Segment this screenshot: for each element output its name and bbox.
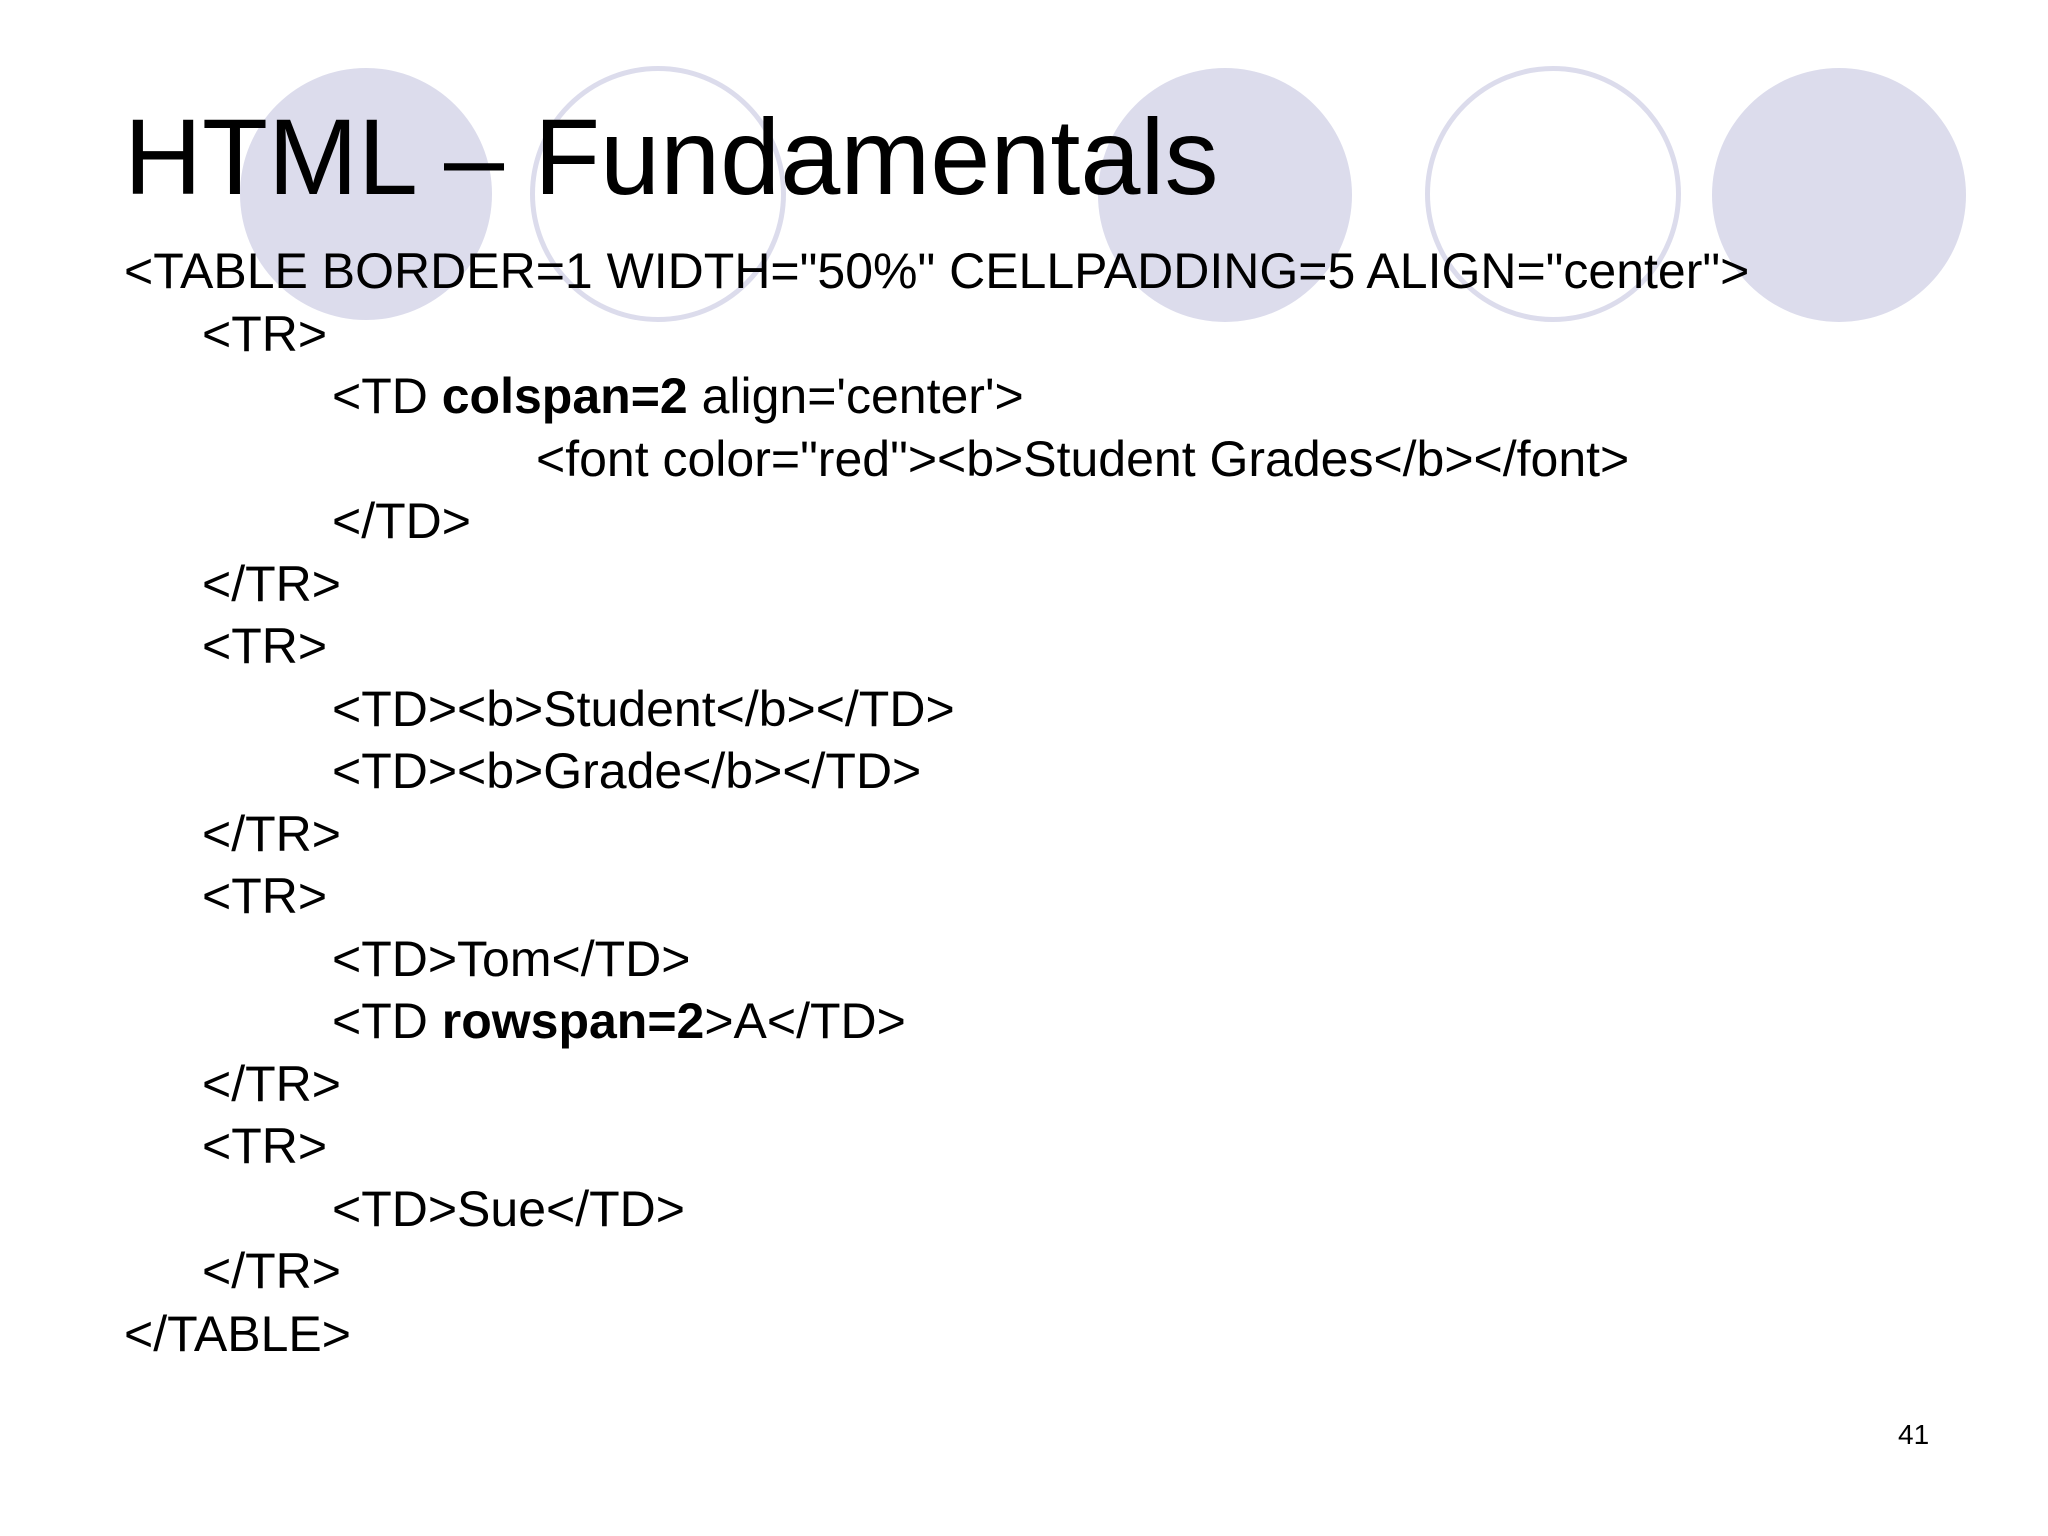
code-line: <font color="red"><b>Student Grades</b><… xyxy=(536,430,1630,487)
code-line: <TABLE BORDER=1 WIDTH="50%" CELLPADDING=… xyxy=(124,243,1750,299)
decorative-ring-2 xyxy=(1425,66,1681,322)
code-line: </TD> xyxy=(332,493,471,549)
code-listing: <TABLE BORDER=1 WIDTH="50%" CELLPADDING=… xyxy=(124,240,1749,1365)
decorative-circle-2 xyxy=(1098,68,1352,322)
code-line: <TD colspan=2 align='center'> xyxy=(332,368,1024,424)
decorative-circle-3 xyxy=(1712,68,1966,322)
code-line: <TD><b>Student</b></TD> xyxy=(332,680,955,737)
code-line: <TD>Sue</TD> xyxy=(332,1180,685,1237)
code-line: <TR> xyxy=(202,1118,328,1174)
code-line: <TD><b>Grade</b></TD> xyxy=(332,743,922,799)
slide-title: HTML – Fundamentals xyxy=(124,96,1219,217)
code-line: </TR> xyxy=(202,805,341,862)
code-line: </TR> xyxy=(202,1243,341,1299)
code-line: <TD rowspan=2>A</TD> xyxy=(332,993,906,1049)
decorative-ring-1 xyxy=(530,66,786,322)
code-line: <TR> xyxy=(202,305,328,362)
code-line: <TR> xyxy=(202,868,328,924)
code-line: </TR> xyxy=(202,555,341,612)
code-line: <TR> xyxy=(202,618,328,674)
code-line: <TD>Tom</TD> xyxy=(332,930,691,987)
code-line: </TR> xyxy=(202,1055,341,1112)
page-number: 41 xyxy=(1898,1419,1930,1450)
bold-attribute: rowspan=2 xyxy=(441,993,705,1049)
code-line: </TABLE> xyxy=(124,1305,351,1362)
bold-attribute: colspan=2 xyxy=(441,368,688,424)
decorative-circle-1 xyxy=(240,68,492,320)
